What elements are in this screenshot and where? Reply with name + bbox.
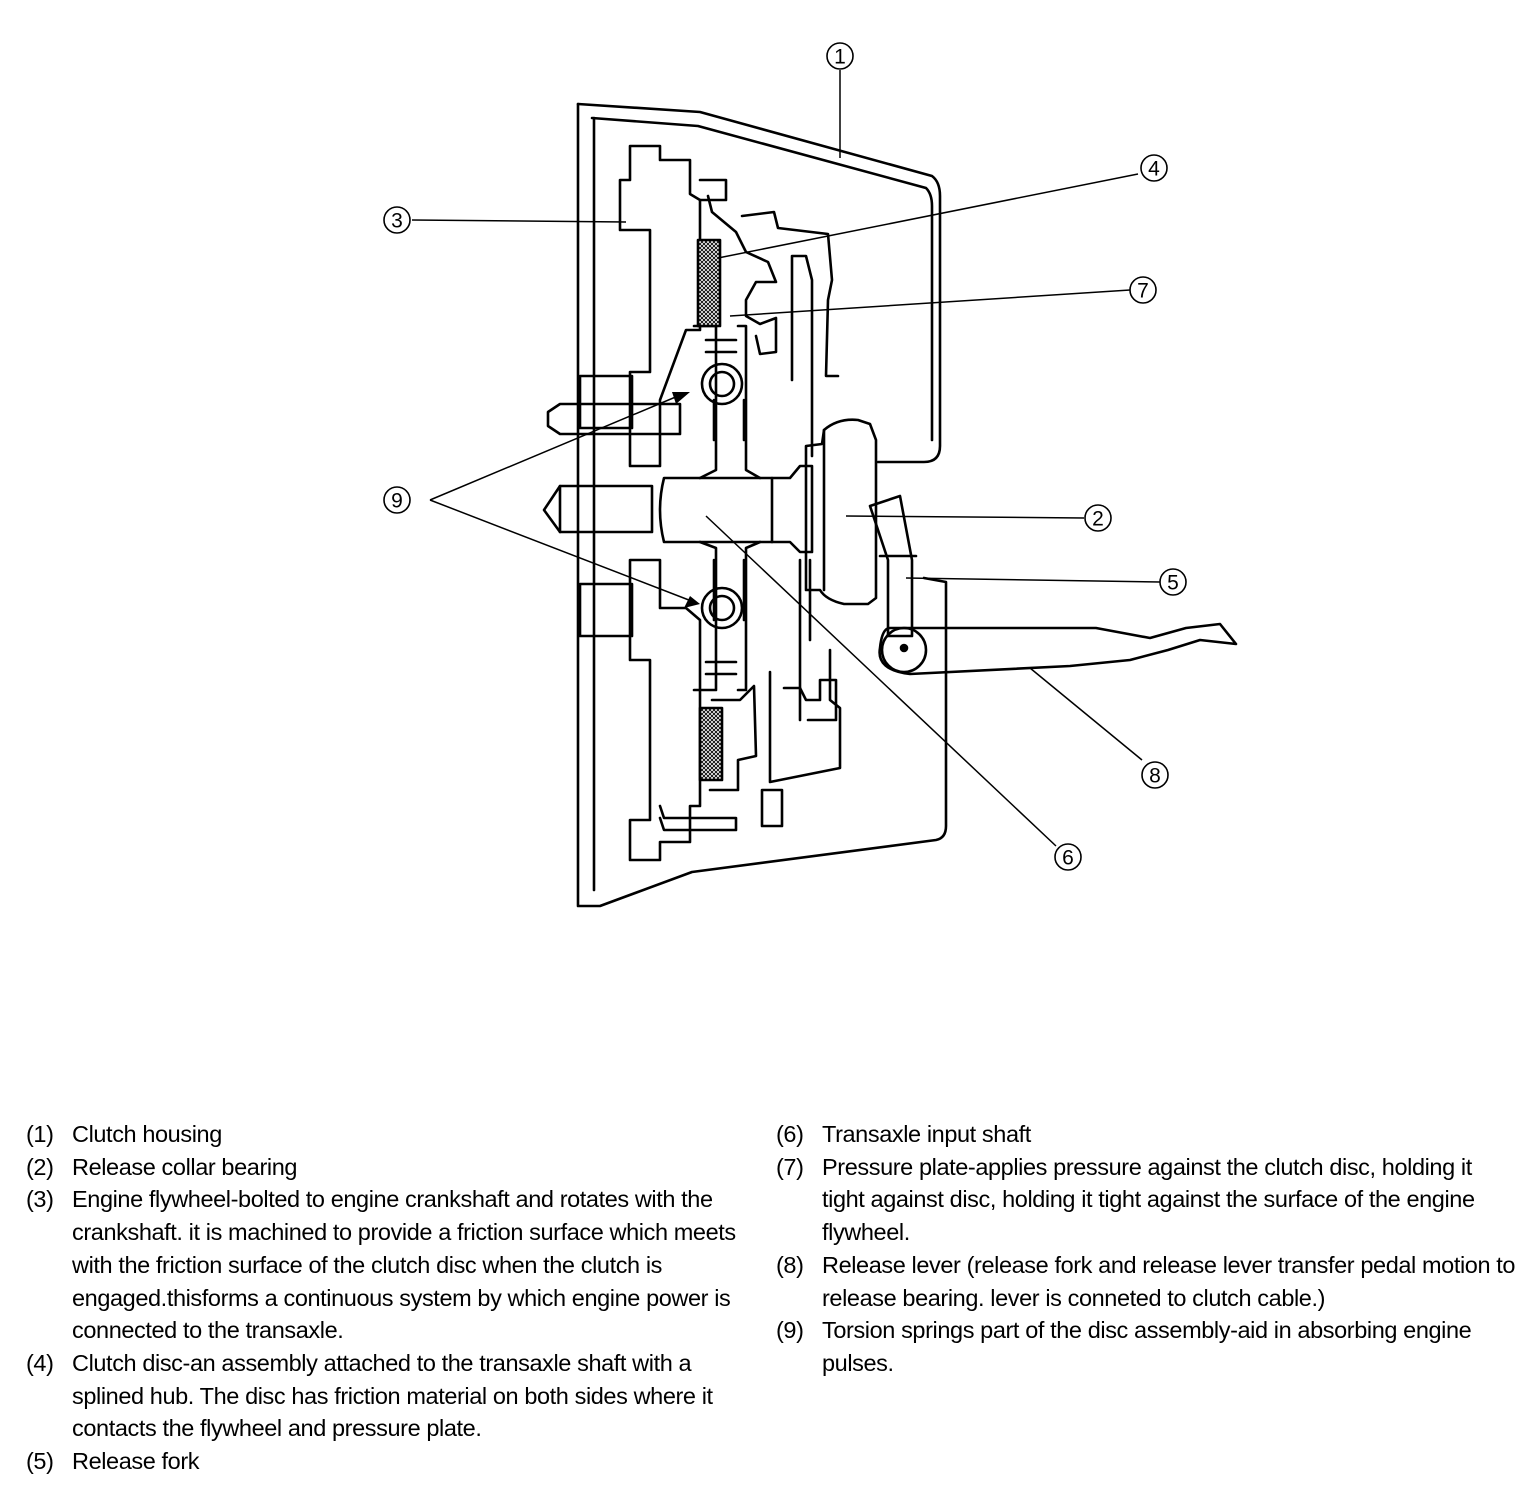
- callout-9: 9: [391, 490, 403, 513]
- callout-7: 7: [1137, 280, 1149, 303]
- release-lever: [878, 622, 1238, 676]
- leader-line-9a: [429, 395, 679, 501]
- torsion-springs: [700, 362, 744, 630]
- callout-circle-5: [1159, 568, 1187, 596]
- leader-line-7: [729, 289, 1131, 317]
- leader-line-8: [1029, 667, 1143, 761]
- clutch-assembly-diagram: 1 2 3 4 5 6 7 8 9: [383, 42, 1238, 908]
- legend-item: (1) Clutch housing: [26, 1118, 756, 1151]
- callout-circle-7: [1129, 276, 1157, 304]
- callout-1: 1: [834, 46, 846, 69]
- legend-number: (5): [26, 1448, 54, 1475]
- release-fork: [868, 494, 918, 638]
- legend-right-column: (6) Transaxle input shaft (7) Pressure p…: [776, 1118, 1516, 1380]
- callout-circle-4: [1140, 154, 1168, 182]
- leader-line-5: [905, 577, 1161, 583]
- transaxle-input-shaft: [658, 464, 814, 554]
- callout-4: 4: [1148, 158, 1160, 181]
- release-collar-bearing: [804, 418, 878, 606]
- legend-item: (8) Release lever (release fork and rele…: [776, 1249, 1516, 1314]
- legend-number: (7): [776, 1153, 804, 1180]
- legend-item: (7) Pressure plate-applies pressure agai…: [776, 1151, 1516, 1249]
- legend-number: (2): [26, 1153, 54, 1180]
- legend-text: Release fork: [72, 1448, 200, 1475]
- leader-line-2: [845, 515, 1085, 519]
- callout-2: 2: [1092, 508, 1104, 531]
- legend-left-column: (1) Clutch housing (2) Release collar be…: [26, 1118, 756, 1478]
- callout-3: 3: [391, 210, 403, 233]
- legend-number: (8): [776, 1251, 804, 1278]
- legend-item: (4) Clutch disc-an assembly attached to …: [26, 1347, 756, 1445]
- legend-item: (3) Engine flywheel-bolted to engine cra…: [26, 1183, 756, 1347]
- legend-text: Clutch housing: [72, 1121, 222, 1147]
- legend-text: Engine flywheel-bolted to engine cranksh…: [72, 1186, 736, 1344]
- legend-text: Torsion springs part of the disc assembl…: [822, 1317, 1472, 1376]
- clutch-housing: [576, 102, 948, 908]
- callout-circle-2: [1084, 504, 1112, 532]
- legend-number: (6): [776, 1121, 804, 1147]
- legend-item: (5) Release fork: [26, 1445, 756, 1478]
- callout-circle-1: [826, 42, 854, 70]
- legend-text: Transaxle input shaft: [822, 1121, 1031, 1147]
- legend-text: Release collar bearing: [72, 1153, 298, 1180]
- callout-8: 8: [1149, 765, 1161, 788]
- pressure-plate: [706, 194, 842, 828]
- callout-circle-9: [383, 486, 411, 514]
- legend-item: (6) Transaxle input shaft: [776, 1118, 1516, 1151]
- callout-5: 5: [1167, 572, 1179, 595]
- legend-item: (9) Torsion springs part of the disc ass…: [776, 1314, 1516, 1379]
- legend-number: (1): [26, 1121, 54, 1147]
- legend-item: (2) Release collar bearing: [26, 1151, 756, 1184]
- leader-line-6: [705, 515, 1057, 847]
- legend-text: Release lever (release fork and release …: [822, 1251, 1516, 1311]
- legend-text: Clutch disc-an assembly attached to the …: [72, 1349, 713, 1442]
- leader-line-3: [411, 219, 627, 223]
- legend-number: (4): [26, 1349, 54, 1376]
- crankshaft-pilot: [542, 484, 654, 534]
- legend-text: Pressure plate-applies pressure against …: [822, 1153, 1475, 1246]
- legend-number: (9): [776, 1317, 804, 1344]
- leader-line-9b: [429, 499, 695, 603]
- leader-line-4: [717, 173, 1139, 259]
- callout-circle-3: [383, 206, 411, 234]
- callout-circle-6: [1054, 843, 1082, 871]
- callout-circle-8: [1141, 761, 1169, 789]
- legend-number: (3): [26, 1186, 54, 1213]
- callout-6: 6: [1062, 847, 1074, 870]
